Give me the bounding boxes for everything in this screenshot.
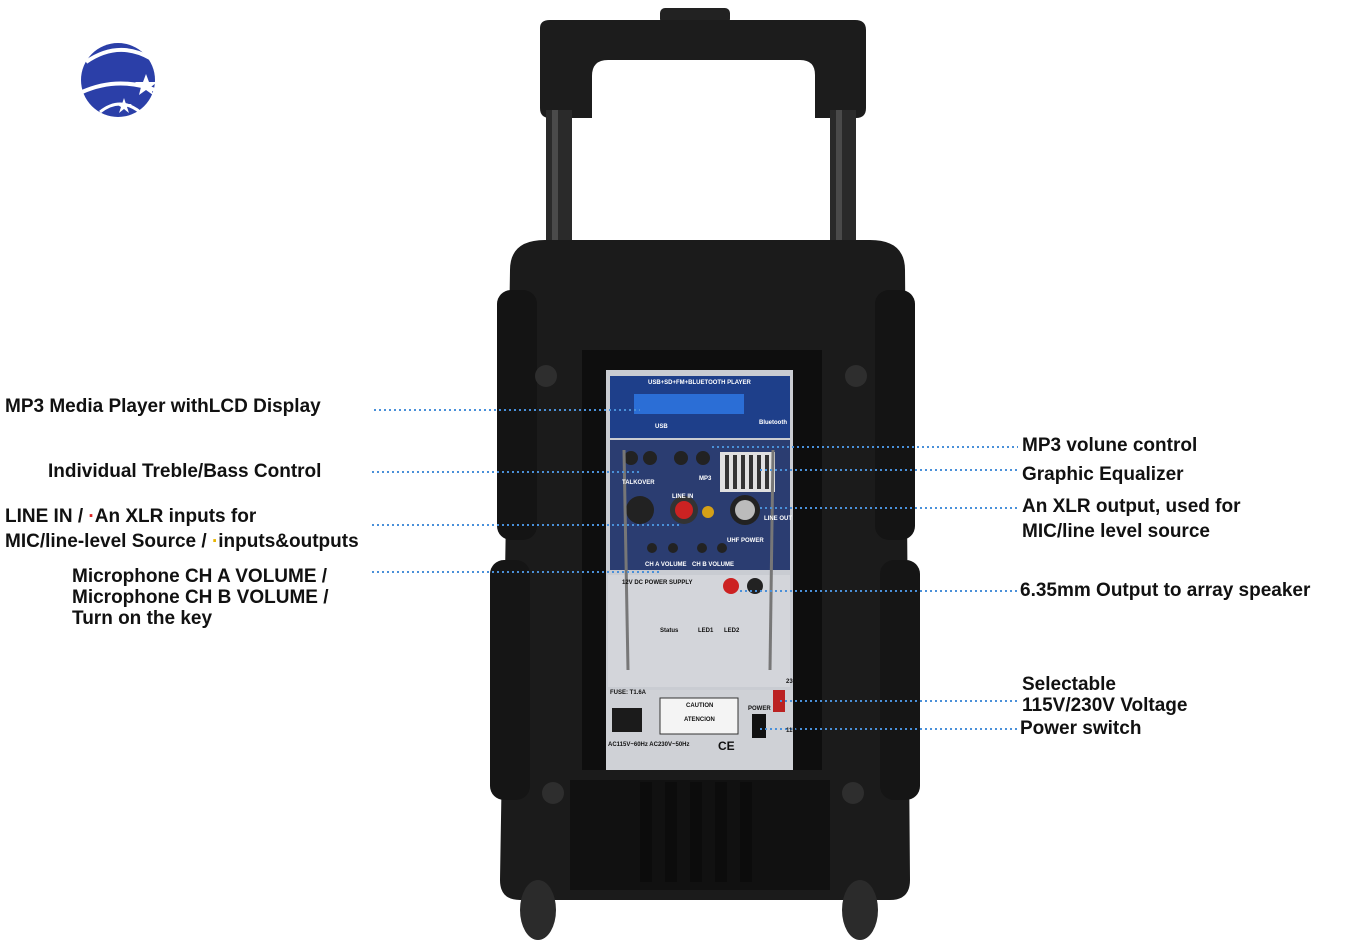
panel-atencion: ATENCION — [684, 717, 715, 723]
label-output-635: 6.35mm Output to array speaker — [1020, 580, 1311, 601]
panel-line-out: LINE OUT — [764, 516, 792, 522]
panel-230v: 230V — [786, 679, 800, 685]
panel-dc: 12V DC POWER SUPPLY — [622, 580, 692, 586]
panel-usb: USB — [655, 424, 668, 430]
label-mic-volume: Microphone CH A VOLUME / Microphone CH B… — [72, 566, 329, 629]
label-xlr-out: An XLR output, used for MIC/line level s… — [1022, 496, 1241, 542]
panel-fuse: FUSE: T1.6A — [610, 690, 647, 696]
panel-player-banner: USB+SD+FM+BLUETOOTH PLAYER — [648, 380, 752, 386]
label-mp3-player: MP3 Media Player withLCD Display — [5, 396, 321, 417]
globe-star-logo — [81, 43, 157, 117]
label-line-in: LINE IN / ·An XLR inputs for MIC/line-le… — [5, 506, 359, 552]
panel-ch-b: CH B VOLUME — [692, 562, 734, 568]
label-mp3-volume: MP3 volune control — [1022, 435, 1198, 456]
panel-line-in: LINE IN — [672, 494, 693, 500]
panel-ch-a: CH A VOLUME — [645, 562, 687, 568]
label-graphic-eq: Graphic Equalizer — [1022, 464, 1184, 485]
panel-led1: LED1 — [698, 628, 714, 634]
panel-mp3: MP3 — [699, 476, 712, 482]
panel-talkover: TALKOVER — [622, 480, 655, 486]
panel-115v: 115V — [786, 728, 800, 734]
panel-status: Status — [660, 628, 679, 634]
label-power-switch: Power switch — [1020, 718, 1142, 739]
panel-caution: CAUTION — [686, 703, 713, 709]
label-treble-bass: Individual Treble/Bass Control — [48, 461, 322, 482]
panel-ac: AC115V~60Hz AC230V~50Hz — [608, 742, 690, 748]
leader-lines — [372, 409, 1018, 730]
label-voltage: Selectable 115V/230V Voltage — [1022, 674, 1188, 716]
panel-led2: LED2 — [724, 628, 740, 634]
panel-power: POWER — [748, 706, 771, 712]
panel-uhf: UHF POWER — [727, 538, 764, 544]
panel-bluetooth: Bluetooth — [759, 420, 787, 426]
panel-ce: CE — [718, 739, 735, 753]
